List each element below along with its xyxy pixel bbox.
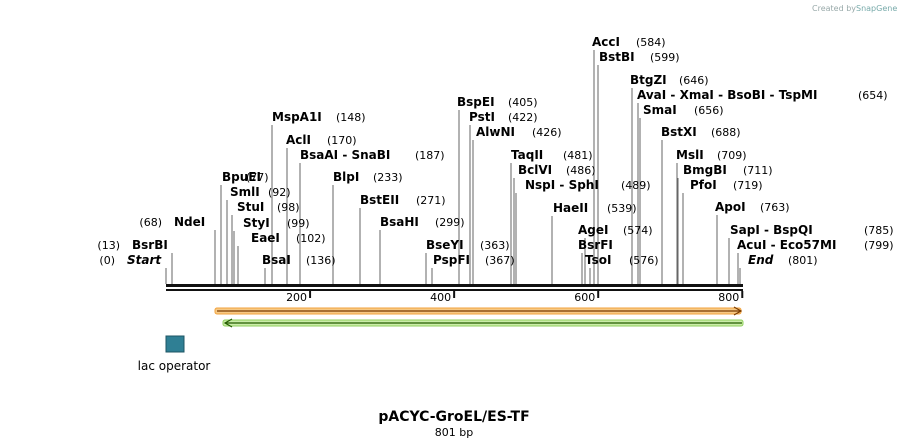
site-position: (785) [864, 224, 894, 237]
site-label[interactable]: BsaAI - SnaBI [300, 148, 390, 162]
site-label[interactable]: HaeII [553, 201, 588, 215]
axis-tick-label: 200 [286, 291, 307, 304]
site-label[interactable]: BsaHI [380, 215, 419, 229]
site-position: (763) [760, 201, 790, 214]
axis-tick-label: 400 [430, 291, 451, 304]
site-label[interactable]: AclI [286, 133, 311, 147]
forward-arrow[interactable] [214, 306, 743, 316]
site-label[interactable]: BlpI [333, 170, 359, 184]
site-position: (233) [373, 171, 403, 184]
site-position: (271) [416, 194, 446, 207]
site-position: (539) [607, 202, 637, 215]
site-position: (102) [296, 232, 326, 245]
site-position: (92) [268, 186, 291, 199]
site-position: (68) [139, 216, 162, 229]
axis-tick-label: 600 [574, 291, 595, 304]
site-label[interactable]: AvaI - XmaI - BsoBI - TspMI [637, 88, 817, 102]
site-position: (99) [287, 217, 310, 230]
site-position: (709) [717, 149, 747, 162]
axis-tick-label: 800 [718, 291, 739, 304]
site-position: (170) [327, 134, 357, 147]
site-position: (599) [650, 51, 680, 64]
site-position: (574) [623, 224, 653, 237]
site-position: (148) [336, 111, 366, 124]
credit-brand: SnapGene [856, 4, 897, 13]
site-label[interactable]: BtgZI [630, 73, 667, 87]
site-position: (688) [711, 126, 741, 139]
site-label[interactable]: End [748, 253, 774, 267]
site-position: (0) [99, 254, 115, 267]
site-label[interactable]: BsrBI [132, 238, 168, 252]
site-label[interactable]: MslI [676, 148, 704, 162]
reverse-arrow[interactable] [222, 318, 744, 328]
site-position: (656) [694, 104, 724, 117]
lac-operator-label: lac operator [138, 359, 211, 373]
site-position: (98) [277, 201, 300, 214]
site-label[interactable]: AcuI - Eco57MI [737, 238, 836, 252]
site-label[interactable]: BclVI [518, 163, 552, 177]
site-label[interactable]: ApoI [715, 200, 746, 214]
site-position: (363) [480, 239, 510, 252]
site-label[interactable]: AgeI [578, 223, 608, 237]
site-position: (486) [566, 164, 596, 177]
site-position: (584) [636, 36, 666, 49]
site-label[interactable]: BpuEI [222, 170, 261, 184]
lac-operator-feature[interactable] [165, 335, 185, 353]
site-position: (426) [532, 126, 562, 139]
site-position: (801) [788, 254, 818, 267]
site-label[interactable]: BstBI [599, 50, 635, 64]
site-position: (187) [415, 149, 445, 162]
site-position: (576) [629, 254, 659, 267]
site-position: (136) [306, 254, 336, 267]
site-position: (77) [246, 171, 269, 184]
site-label[interactable]: SmlI [230, 185, 260, 199]
site-label[interactable]: PspFI [433, 253, 470, 267]
site-label[interactable]: PstI [469, 110, 495, 124]
site-position: (719) [733, 179, 763, 192]
backbone-top [166, 284, 743, 287]
site-position: (489) [621, 179, 651, 192]
site-position: (367) [485, 254, 515, 267]
site-position: (711) [743, 164, 773, 177]
site-label[interactable]: PfoI [690, 178, 717, 192]
plasmid-title: pACYC-GroEL/ES-TF [378, 409, 529, 425]
site-position: (481) [563, 149, 593, 162]
site-label[interactable]: BstEII [360, 193, 399, 207]
backbone-bottom [166, 289, 743, 291]
site-label[interactable]: BseYI [426, 238, 464, 252]
site-label[interactable]: StuI [237, 200, 264, 214]
site-label[interactable]: BstXI [661, 125, 697, 139]
site-position: (405) [508, 96, 538, 109]
site-label[interactable]: NdeI [174, 215, 205, 229]
site-label[interactable]: MspA1I [272, 110, 322, 124]
site-label[interactable]: AccI [592, 35, 620, 49]
site-label[interactable]: AlwNI [476, 125, 515, 139]
credit-text: Created by [812, 4, 856, 13]
site-position: (422) [508, 111, 538, 124]
site-position: (13) [97, 239, 120, 252]
plasmid-length: 801 bp [435, 426, 473, 439]
site-position: (299) [435, 216, 465, 229]
site-label[interactable]: SapI - BspQI [730, 223, 813, 237]
site-label[interactable]: BsaI [262, 253, 291, 267]
site-label[interactable]: BsrFI [578, 238, 613, 252]
site-label[interactable]: SmaI [643, 103, 677, 117]
site-position: (646) [679, 74, 709, 87]
site-label[interactable]: StyI [243, 216, 270, 230]
site-label[interactable]: Start [127, 253, 162, 267]
site-label[interactable]: TsoI [585, 253, 611, 267]
site-label[interactable]: BspEI [457, 95, 495, 109]
site-label[interactable]: NspI - SphI [525, 178, 599, 192]
site-label[interactable]: BmgBI [683, 163, 727, 177]
site-position: (654) [858, 89, 888, 102]
site-label[interactable]: EaeI [251, 231, 280, 245]
site-label[interactable]: TaqII [511, 148, 543, 162]
site-position: (799) [864, 239, 894, 252]
